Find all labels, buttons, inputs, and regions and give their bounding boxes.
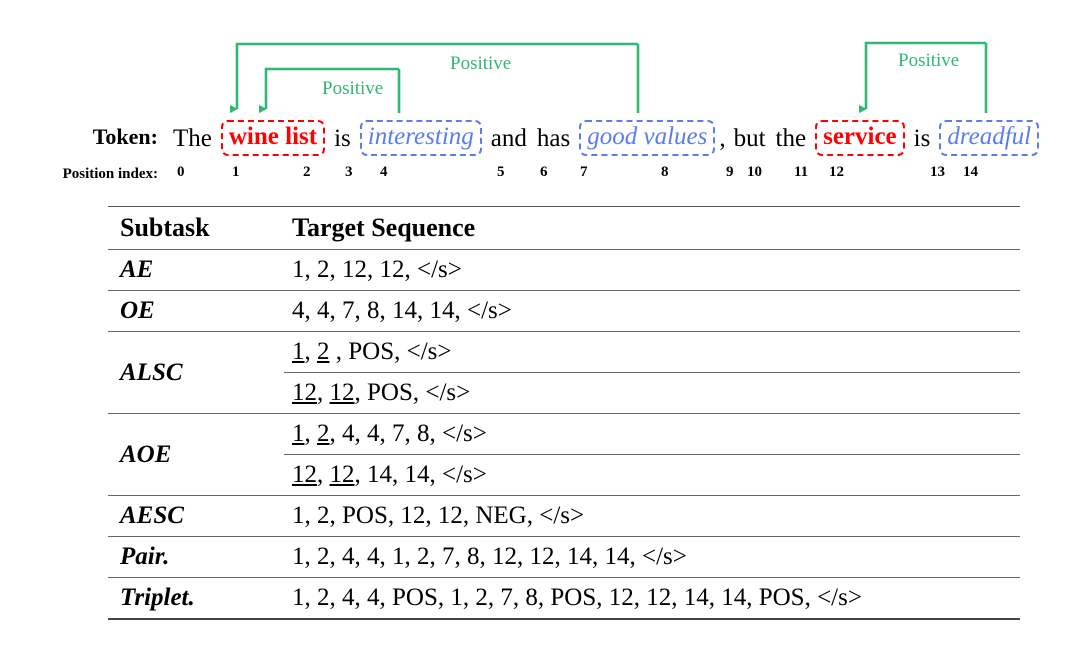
position-index-13: 13 xyxy=(930,164,945,180)
table-row-alsc-a: ALSC 1, 2 , POS, </s> xyxy=(108,331,1020,414)
token-the-0: The xyxy=(173,124,212,152)
aoe-2-start: 12 xyxy=(292,461,317,488)
subtask-name-aoe: AOE xyxy=(108,413,284,496)
position-index-0: 0 xyxy=(177,164,185,180)
aoe-2-rest: , 14, 14, </s> xyxy=(354,461,487,488)
relation-label-3: Positive xyxy=(898,50,960,71)
aoe-2-end: 12 xyxy=(329,461,355,488)
position-index-11: 11 xyxy=(794,164,809,180)
target-sequence-ae: 1, 2, 12, 12, </s> xyxy=(284,249,1020,291)
opinion-term-interesting: interesting xyxy=(359,120,482,156)
token-row-label: Token: xyxy=(92,124,158,149)
opinion-term-good-values: good values xyxy=(579,120,716,156)
position-index-10: 10 xyxy=(747,164,762,180)
subtask-name-aesc: AESC xyxy=(108,495,284,537)
position-index-sequence: 0 1 2 3 4 5 6 7 8 9 10 11 12 13 14 xyxy=(0,164,1080,186)
position-index-12: 12 xyxy=(829,164,844,180)
subtask-name-alsc: ALSC xyxy=(108,331,284,414)
table-row-aesc: AESC 1, 2, POS, 12, 12, NEG, </s> xyxy=(108,495,1020,537)
alsc-1-start: 1 xyxy=(292,338,305,365)
table-row-triplet: Triplet. 1, 2, 4, 4, POS, 1, 2, 7, 8, PO… xyxy=(108,577,1020,620)
position-index-3: 3 xyxy=(345,164,353,180)
token-the-11: the xyxy=(775,124,807,152)
target-sequence-aesc: 1, 2, POS, 12, 12, NEG, </s> xyxy=(284,495,1020,537)
aoe-1-rest: , 4, 4, 7, 8, </s> xyxy=(329,420,487,447)
token-has-6: has xyxy=(536,124,571,152)
token-is-3: is xyxy=(334,124,351,152)
table-row-aoe-a: AOE 1, 2, 4, 4, 7, 8, </s> xyxy=(108,413,1020,496)
subtask-name-triplet: Triplet. xyxy=(108,577,284,620)
position-index-2: 2 xyxy=(303,164,311,180)
aoe-1-sep: , xyxy=(304,420,317,447)
opinion-term-dreadful: dreadful xyxy=(939,120,1040,156)
position-index-5: 5 xyxy=(497,164,505,180)
token-is-13: is xyxy=(913,124,931,152)
alsc-2-start: 12 xyxy=(292,379,317,406)
position-index-7: 7 xyxy=(580,164,588,180)
alsc-1-rest: , POS, </s> xyxy=(329,338,452,365)
target-sequence-aoe-2: 12, 12, 14, 14, </s> xyxy=(284,454,1020,496)
table-header-row: Subtask Target Sequence xyxy=(108,206,1020,250)
aspect-term-service: service xyxy=(815,120,905,156)
position-index-4: 4 xyxy=(380,164,388,180)
alsc-2-end: 12 xyxy=(329,379,355,406)
target-sequence-pair: 1, 2, 4, 4, 1, 2, 7, 8, 12, 12, 14, 14, … xyxy=(284,536,1020,578)
alsc-1-sep: , xyxy=(304,338,317,365)
column-header-target-sequence: Target Sequence xyxy=(284,206,1020,250)
table-row-aoe-b: 12, 12, 14, 14, </s> xyxy=(108,454,1020,496)
table-row-ae: AE 1, 2, 12, 12, </s> xyxy=(108,249,1020,291)
table-row-oe: OE 4, 4, 7, 8, 14, 14, </s> xyxy=(108,290,1020,332)
token-sequence: The wine list is interesting and has goo… xyxy=(168,118,1043,158)
aoe-1-end: 2 xyxy=(317,420,330,447)
subtask-name-ae: AE xyxy=(108,249,284,291)
position-index-14: 14 xyxy=(963,164,978,180)
position-index-9: 9 xyxy=(726,164,734,180)
subtask-name-oe: OE xyxy=(108,290,284,332)
aspect-term-wine-list: wine list xyxy=(220,120,326,156)
annotated-sentence-figure: Positive Positive Positive Token: Positi… xyxy=(0,0,1080,200)
position-index-6: 6 xyxy=(540,164,548,180)
position-index-row-label: Position index: xyxy=(62,166,158,182)
target-sequence-oe: 4, 4, 7, 8, 14, 14, </s> xyxy=(284,290,1020,332)
table-row-alsc-b: 12, 12, POS, </s> xyxy=(108,372,1020,414)
target-sequence-alsc-2: 12, 12, POS, </s> xyxy=(284,372,1020,414)
column-header-subtask: Subtask xyxy=(108,206,284,250)
relation-arrow-2 xyxy=(230,42,640,114)
subtask-target-sequence-table: Subtask Target Sequence AE 1, 2, 12, 12,… xyxy=(108,206,1020,620)
relation-label-2: Positive xyxy=(450,53,512,74)
token-and-5: and xyxy=(490,124,527,152)
aoe-2-sep: , xyxy=(317,461,330,488)
relation-label-1: Positive xyxy=(322,78,384,99)
target-sequence-alsc-1: 1, 2 , POS, </s> xyxy=(284,331,1020,373)
position-index-8: 8 xyxy=(661,164,669,180)
token-comma-9: , xyxy=(719,124,726,152)
subtask-name-pair: Pair. xyxy=(108,536,284,578)
alsc-2-sep: , xyxy=(317,379,330,406)
table-row-pair: Pair. 1, 2, 4, 4, 1, 2, 7, 8, 12, 12, 14… xyxy=(108,536,1020,578)
position-index-1: 1 xyxy=(232,164,240,180)
alsc-2-rest: , POS, </s> xyxy=(354,379,471,406)
target-sequence-aoe-1: 1, 2, 4, 4, 7, 8, </s> xyxy=(284,413,1020,455)
token-but-10: but xyxy=(733,124,766,152)
alsc-1-end: 2 xyxy=(317,338,330,365)
target-sequence-triplet: 1, 2, 4, 4, POS, 1, 2, 7, 8, POS, 12, 12… xyxy=(284,577,1020,620)
aoe-1-start: 1 xyxy=(292,420,305,447)
